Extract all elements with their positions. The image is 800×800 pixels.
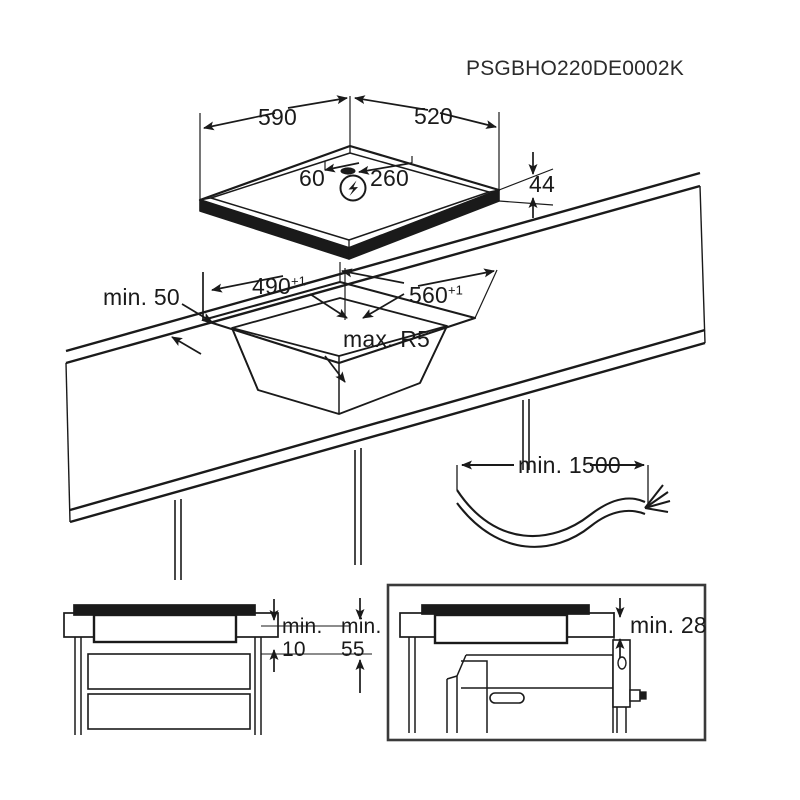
dimension-edge-distance: min. 50: [103, 284, 180, 310]
dimension-corner-radius: max. R5: [343, 326, 431, 352]
drawing-title: PSGBHO220DE0002K: [466, 57, 684, 80]
worktop-surface-lines: [65, 171, 706, 524]
dimension-cutout-depth-tolerance: +1: [290, 273, 306, 289]
dimension-hob-height: 44: [529, 171, 555, 197]
cutout-dimension-lines: [171, 262, 498, 383]
dimension-clearance-below-hob-prefix: min.: [282, 615, 323, 638]
cabinet-support-lines: [174, 399, 530, 580]
hob-dimension-lines: [199, 95, 554, 218]
dimension-cutout-depth: 490+1: [252, 274, 306, 298]
dimension-cable-length: min. 1500: [518, 452, 621, 478]
dimension-hob-depth: 520: [414, 103, 453, 129]
power-cable-view: [456, 460, 671, 548]
dimension-clearance-below-hob: min.10: [282, 615, 323, 661]
dimension-connection-offset: 60: [299, 165, 325, 191]
dimension-hob-width: 590: [258, 104, 297, 130]
dimension-clearance-above-oven: min. 28: [630, 612, 707, 638]
dimension-cutout-depth-value: 490: [252, 273, 291, 299]
dimension-cutout-width: 560+1: [409, 283, 463, 307]
dimension-cabinet-clearance-prefix: min.: [341, 615, 382, 638]
dimension-connection-position: 260: [370, 165, 409, 191]
section-with-drawer-unit: [63, 598, 372, 735]
dimension-clearance-below-hob-value: 10: [282, 637, 306, 661]
dimension-cutout-width-value: 560: [409, 282, 448, 308]
dimension-cabinet-clearance: min.55: [341, 615, 382, 661]
dimension-cutout-width-tolerance: +1: [447, 282, 463, 298]
dimension-cabinet-clearance-value: 55: [341, 637, 365, 661]
section-with-oven-below: [386, 583, 707, 742]
